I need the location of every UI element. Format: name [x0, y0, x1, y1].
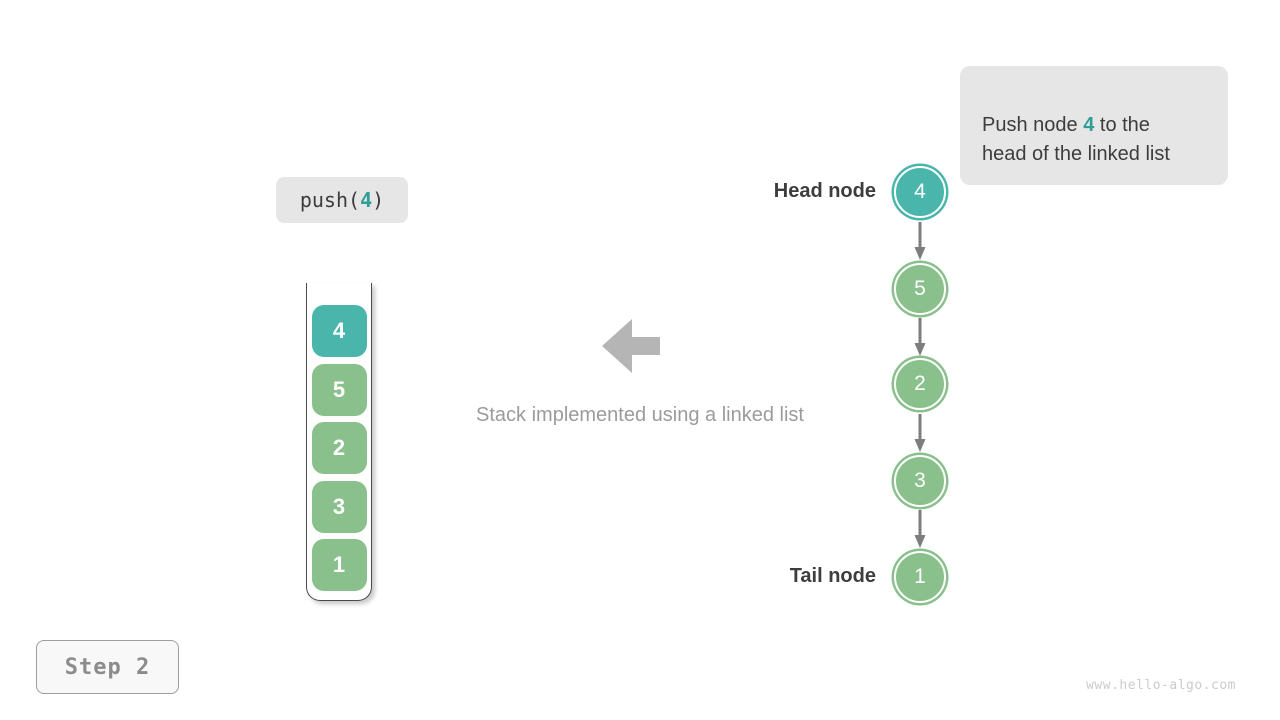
stack-item: 2	[311, 422, 367, 474]
head-node-label: Head node	[773, 180, 876, 202]
list-node: 3	[894, 455, 946, 507]
code-chip: push(4)	[276, 177, 408, 223]
list-node: 5	[894, 263, 946, 315]
stack-container: 4 5 2 3 1	[306, 283, 372, 601]
callout-text-prefix: Push node	[982, 114, 1084, 136]
stack-item: 3	[311, 480, 367, 533]
code-suffix: )	[372, 188, 385, 212]
caption-text: Stack implemented using a linked list	[476, 404, 804, 426]
step-badge: Step 2	[36, 640, 179, 694]
callout-text-suffix: to the head of the linked list	[982, 114, 1170, 165]
list-node: 1	[894, 551, 946, 603]
watermark: www.hello-algo.com	[1086, 678, 1236, 693]
stack-item: 5	[311, 363, 367, 416]
tail-node-label: Tail node	[789, 565, 876, 587]
callout-box: Push node 4 to the head of the linked li…	[960, 66, 1228, 185]
arrow-down-icon	[914, 318, 926, 356]
arrow-down-icon	[914, 414, 926, 452]
arrow-down-icon	[914, 222, 926, 260]
list-node: 2	[894, 358, 946, 410]
left-block-arrow-icon	[602, 319, 660, 373]
list-node: 4	[894, 166, 946, 218]
stack-item: 4	[311, 305, 367, 357]
code-arg: 4	[360, 188, 373, 212]
code-prefix: push(	[299, 188, 361, 212]
callout-highlight-value: 4	[1083, 114, 1095, 136]
arrow-down-icon	[914, 510, 926, 548]
stack-item: 1	[311, 539, 367, 591]
